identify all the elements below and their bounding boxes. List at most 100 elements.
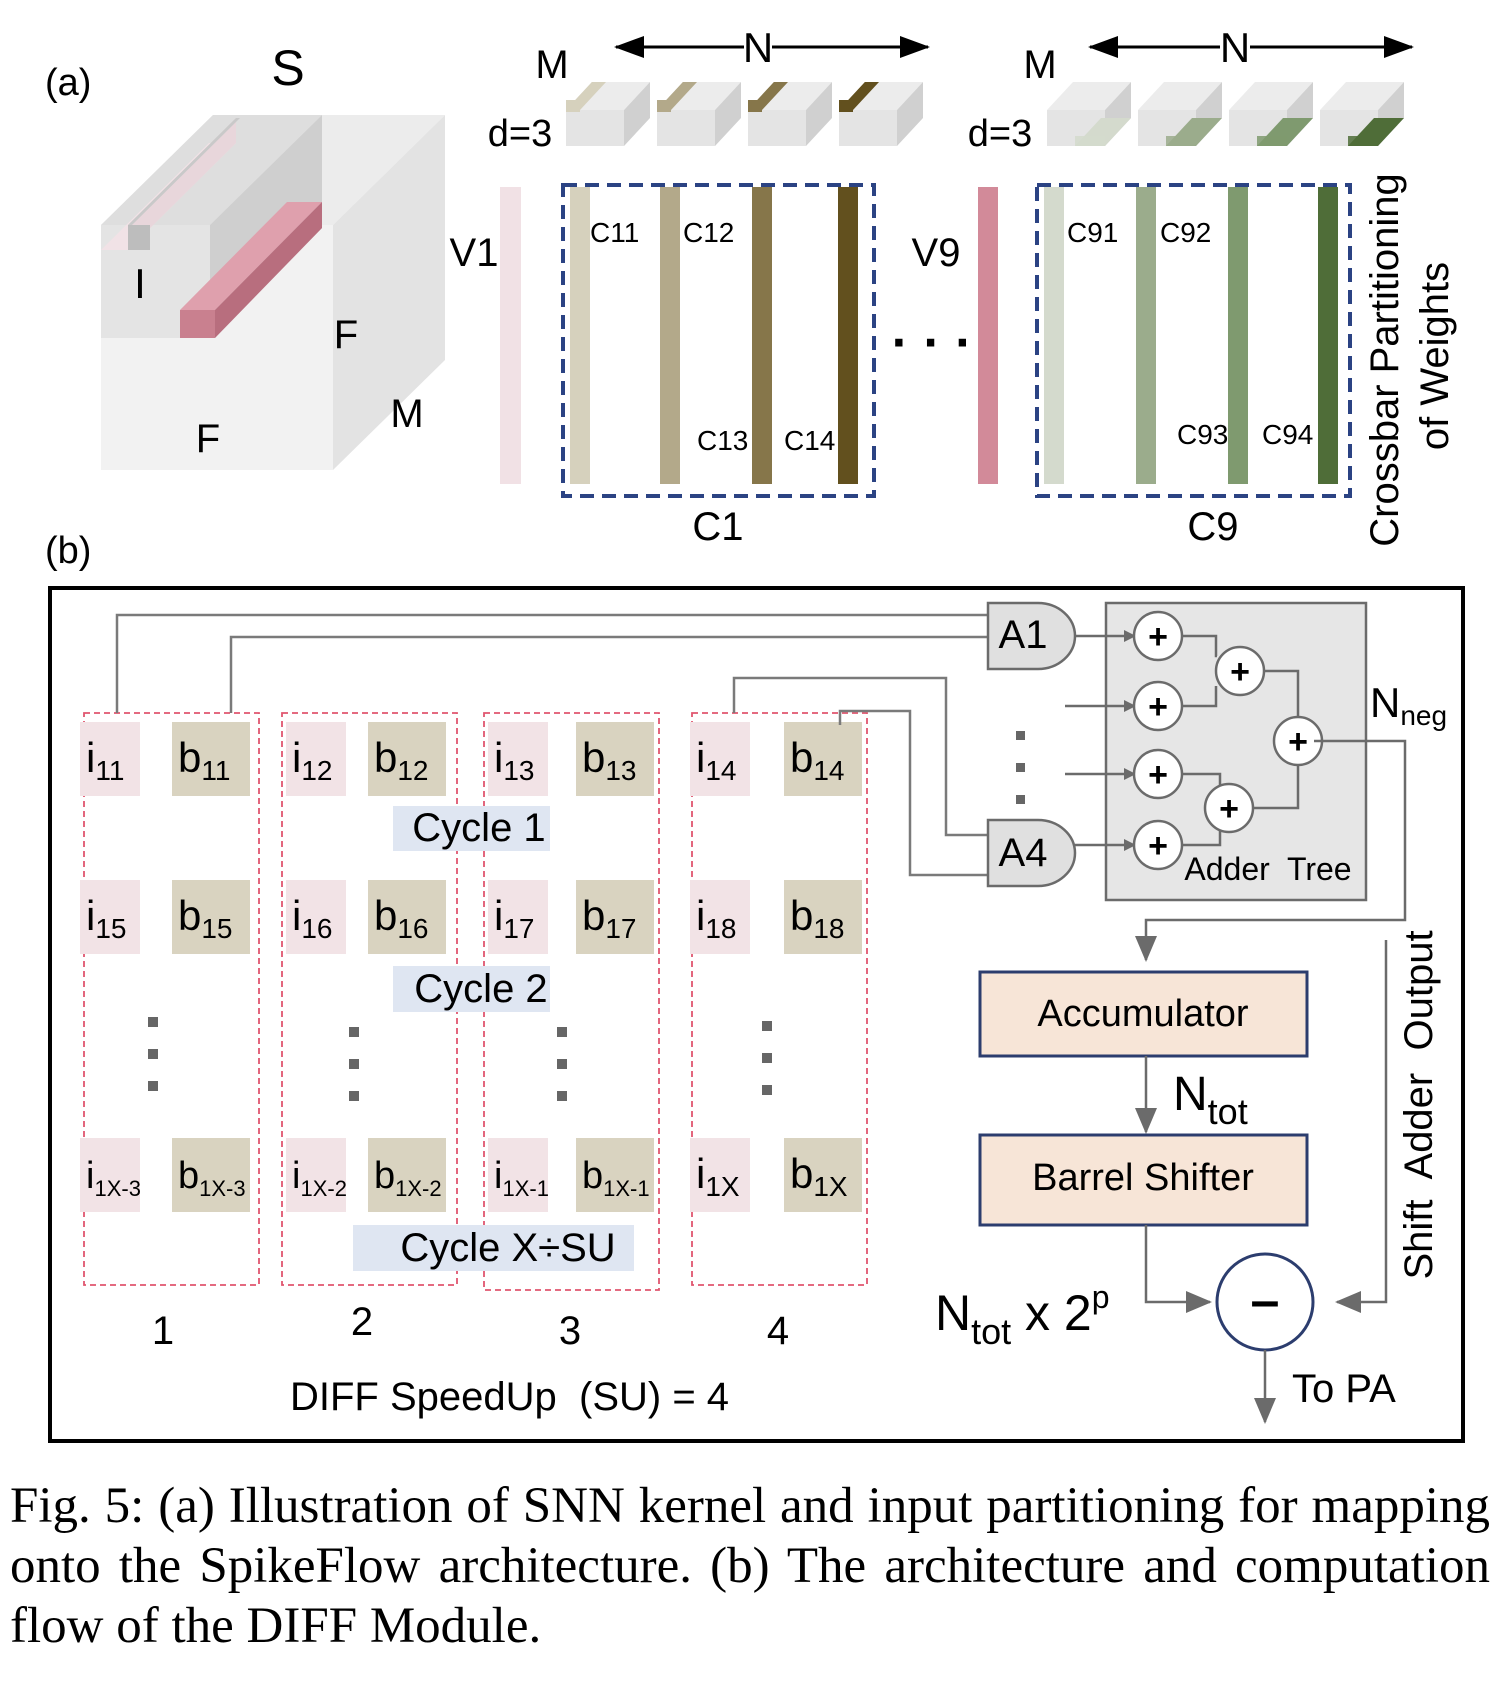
svg-text:+: + <box>1219 790 1239 828</box>
c9-column-3 <box>1228 187 1248 484</box>
and-gate-dots <box>1016 731 1025 804</box>
c9-column-label-2: C92 <box>1160 217 1211 248</box>
cycle1-label: Cycle 1 <box>412 806 545 850</box>
c9-column-1 <box>1044 187 1064 484</box>
svg-text:+: + <box>1148 827 1168 865</box>
c1-label: C1 <box>692 505 743 549</box>
column-number-1: 1 <box>152 1309 174 1353</box>
spike-label: i1X <box>696 1150 740 1202</box>
c9-column-label-1: C91 <box>1067 217 1118 248</box>
panel-a-label: (a) <box>45 62 91 104</box>
c9-column-label-3: C93 <box>1177 419 1228 450</box>
weight-bit-label: b16 <box>374 892 429 944</box>
spike-label: i1X-2 <box>292 1155 347 1201</box>
ellipsis-dot <box>762 1021 772 1031</box>
group9-m-label: M <box>1023 43 1056 87</box>
subtractor-symbol: – <box>1251 1272 1280 1330</box>
n-tot-2p-label: Ntot x 2p <box>935 1279 1110 1352</box>
and-gate-a1: A1 <box>986 601 1077 671</box>
group9-slice-4 <box>1320 82 1404 146</box>
weight-bit-label: b1X-3 <box>178 1155 246 1201</box>
c9-column-2 <box>1136 187 1156 484</box>
svg-text:+: + <box>1288 723 1308 761</box>
spike-label: i15 <box>86 892 127 944</box>
cycle2-label: Cycle 2 <box>414 967 547 1011</box>
spike-label: i11 <box>86 734 124 786</box>
ellipsis-dot <box>148 1017 158 1027</box>
adder-node-2: + <box>1214 645 1266 697</box>
adder-node-3: + <box>1132 680 1184 732</box>
weight-bit-label: b11 <box>178 734 230 786</box>
adder-node-4: + <box>1272 715 1324 767</box>
weight-bit-label: b12 <box>374 734 429 786</box>
c9-label: C9 <box>1187 505 1238 549</box>
v9-bar <box>978 187 998 484</box>
ellipsis-dot <box>557 1059 567 1069</box>
c1-column-label-1: C11 <box>590 217 639 248</box>
c1-column-label-4: C14 <box>784 425 835 456</box>
weight-bit-label: b1X-2 <box>374 1155 442 1201</box>
n-tot-label: Ntot <box>1173 1068 1248 1132</box>
crossbar-partitioning-title-line1: Crossbar Partitioning <box>1363 173 1407 547</box>
group9-slice-3 <box>1229 82 1313 146</box>
diff-module-frame <box>48 586 1465 1443</box>
ellipsis-dot <box>148 1049 158 1059</box>
weight-bit-cell <box>172 722 250 796</box>
weight-bit-cell <box>784 880 862 954</box>
adder-node-5: + <box>1132 748 1184 800</box>
cycle1-band <box>393 806 550 851</box>
spike-cell <box>286 1138 346 1212</box>
weight-bit-cell <box>784 1138 862 1212</box>
crossbar-partitioning-title-line2: of Weights <box>1413 262 1457 450</box>
and-gate-a4-label: A4 <box>999 831 1048 875</box>
spike-cell <box>488 1138 548 1212</box>
svg-text:+: + <box>1148 688 1168 726</box>
spike-cell <box>80 722 140 796</box>
group9-d-label: d=3 <box>968 113 1032 155</box>
spike-label: i18 <box>696 892 737 944</box>
weight-bit-label: b1X-1 <box>582 1155 650 1201</box>
spike-label: i17 <box>494 892 535 944</box>
c1-column-label-2: C12 <box>683 217 734 248</box>
cube-label-i: I <box>134 260 146 307</box>
cycle-last-label: Cycle X÷SU <box>400 1226 615 1270</box>
adder-tree-label: Adder Tree <box>1184 851 1351 887</box>
weight-bit-cell <box>576 722 654 796</box>
weight-bit-label: b1X <box>790 1150 848 1202</box>
group1-n-label: N <box>743 24 773 71</box>
shift-adder-output-label: Shift Adder Output <box>1397 930 1441 1279</box>
barrel-shifter-label: Barrel Shifter <box>1032 1157 1254 1199</box>
adder-node-7: + <box>1132 819 1184 871</box>
n-neg-label: Nneg <box>1370 679 1447 731</box>
cycle2-band <box>393 966 550 1012</box>
ellipsis-dot <box>557 1027 567 1037</box>
n-tot-2p-sup: p <box>1092 1279 1110 1315</box>
cube-label-f-bottom: F <box>196 417 220 461</box>
barrel-shifter-block <box>978 1133 1309 1227</box>
ellipsis-dot <box>349 1027 359 1037</box>
adder-node-1: + <box>1132 610 1184 662</box>
weight-bit-label: b13 <box>582 734 637 786</box>
figure-caption: Fig. 5: (a) Illustration of SNN kernel a… <box>10 1478 1490 1654</box>
v9-label: V9 <box>912 231 961 275</box>
c1-crossbar-box <box>561 183 876 498</box>
weight-bit-cell <box>172 880 250 954</box>
svg-text:+: + <box>1230 653 1250 691</box>
group1-d-label: d=3 <box>488 113 552 155</box>
panel-b-label: (b) <box>45 530 91 572</box>
input-column-1-box <box>83 712 260 1286</box>
and-gate-a1-label: A1 <box>999 613 1048 657</box>
n-tot-sub: tot <box>1208 1091 1248 1132</box>
group9-n-label: N <box>1220 24 1250 71</box>
accumulator-block <box>978 970 1309 1058</box>
weight-bit-cell <box>576 1138 654 1212</box>
spike-label: i13 <box>494 734 535 786</box>
c1-column-3 <box>752 187 772 484</box>
spike-cell <box>488 722 548 796</box>
c9-column-label-4: C94 <box>1262 419 1313 450</box>
